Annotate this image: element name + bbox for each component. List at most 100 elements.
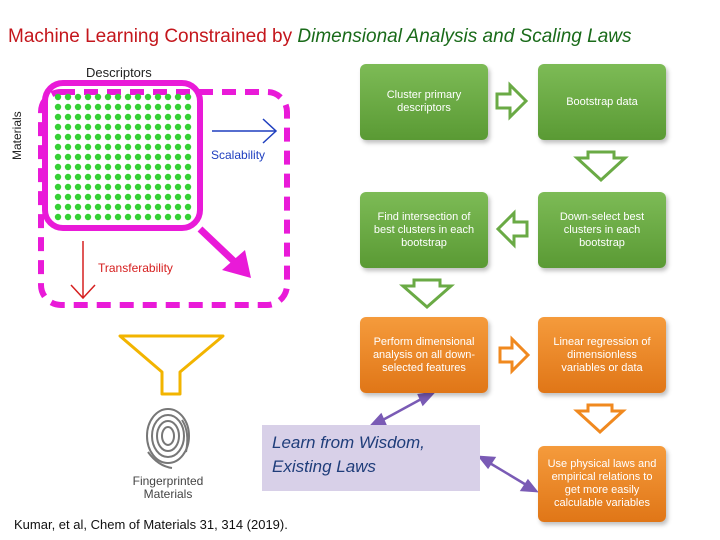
matrix-dot: [114, 213, 122, 221]
matrix-dot: [134, 133, 142, 141]
matrix-dot: [184, 213, 192, 221]
matrix-dot: [124, 163, 132, 171]
matrix-dot: [74, 93, 82, 101]
matrix-dot: [74, 203, 82, 211]
matrix-dot: [84, 193, 92, 201]
matrix-dot: [124, 173, 132, 181]
matrix-dot: [54, 153, 62, 161]
matrix-dot: [164, 93, 172, 101]
wisdom-box: Learn from Wisdom, Existing Laws: [262, 425, 480, 491]
matrix-dot: [94, 163, 102, 171]
down-arrow-orange-icon: [573, 403, 627, 435]
matrix-dot: [144, 93, 152, 101]
matrix-dot: [184, 203, 192, 211]
linear-regression-box: Linear regression of dimensionless varia…: [538, 317, 666, 393]
matrix-dot: [84, 103, 92, 111]
matrix-dot: [54, 93, 62, 101]
fingerprint-label: Fingerprinted Materials: [120, 475, 216, 501]
matrix-dot: [74, 113, 82, 121]
matrix-dot: [84, 123, 92, 131]
matrix-dot: [114, 173, 122, 181]
matrix-dot: [54, 133, 62, 141]
matrix-dot: [64, 103, 72, 111]
matrix-dot: [174, 163, 182, 171]
matrix-dot: [74, 143, 82, 151]
matrix-dot: [134, 213, 142, 221]
matrix-dot: [154, 213, 162, 221]
left-arrow-icon: [495, 209, 529, 249]
matrix-dot: [134, 143, 142, 151]
purple-double-arrow-2: [477, 455, 539, 493]
matrix-dot: [64, 143, 72, 151]
right-arrow-orange-icon: [498, 335, 531, 375]
matrix-dot: [64, 213, 72, 221]
matrix-dot: [144, 183, 152, 191]
matrix-dot: [114, 133, 122, 141]
matrix-dot: [164, 143, 172, 151]
matrix-dot: [134, 93, 142, 101]
descriptors-label: Descriptors: [86, 65, 152, 80]
matrix-dot: [94, 173, 102, 181]
matrix-dot: [184, 163, 192, 171]
wisdom-line1: Learn from Wisdom,: [272, 433, 425, 452]
matrix-dot: [64, 183, 72, 191]
matrix-dot: [84, 143, 92, 151]
matrix-dot: [84, 133, 92, 141]
matrix-dot: [144, 153, 152, 161]
matrix-dot: [114, 103, 122, 111]
matrix-dot: [54, 103, 62, 111]
matrix-dot: [144, 123, 152, 131]
matrix-dot: [124, 133, 132, 141]
matrix-dot: [124, 193, 132, 201]
matrix-dot: [134, 113, 142, 121]
matrix-dot: [164, 173, 172, 181]
funnel-icon: [118, 334, 225, 396]
matrix-dot: [144, 103, 152, 111]
matrix-dot: [154, 113, 162, 121]
matrix-dot: [184, 173, 192, 181]
matrix-dot: [154, 173, 162, 181]
scalability-label: Scalability: [211, 148, 266, 162]
matrix-dot: [164, 153, 172, 161]
matrix-dot: [134, 173, 142, 181]
matrix-dot: [114, 153, 122, 161]
find-intersection-box: Find intersection of best clusters in ea…: [360, 192, 488, 268]
matrix-dot: [154, 183, 162, 191]
matrix-dot: [144, 113, 152, 121]
matrix-dot: [94, 213, 102, 221]
matrix-dot: [74, 103, 82, 111]
matrix-dot: [164, 213, 172, 221]
matrix-dot: [174, 173, 182, 181]
matrix-dot: [184, 133, 192, 141]
matrix-dot: [104, 93, 112, 101]
matrix-dot: [54, 163, 62, 171]
matrix-dot: [124, 213, 132, 221]
matrix-dot: [54, 193, 62, 201]
matrix-dot: [94, 93, 102, 101]
matrix-dot: [124, 153, 132, 161]
matrix-dot: [74, 153, 82, 161]
matrix-dot: [104, 203, 112, 211]
matrix-dot: [154, 163, 162, 171]
dashed-region: [38, 89, 290, 308]
matrix-dot: [174, 203, 182, 211]
matrix-dot: [84, 203, 92, 211]
matrix-dot: [164, 203, 172, 211]
matrix-dot: [184, 93, 192, 101]
matrix-dot: [184, 123, 192, 131]
matrix-dot: [124, 93, 132, 101]
matrix-dot: [54, 143, 62, 151]
matrix-dot: [124, 203, 132, 211]
matrix-dot: [94, 193, 102, 201]
physical-laws-box: Use physical laws and empirical relation…: [538, 446, 666, 522]
matrix-dot: [114, 183, 122, 191]
matrix-dot: [134, 163, 142, 171]
matrix-dot: [74, 123, 82, 131]
matrix-dot: [64, 123, 72, 131]
matrix-dot: [84, 163, 92, 171]
matrix-dot: [64, 153, 72, 161]
citation: Kumar, et al, Chem of Materials 31, 314 …: [14, 517, 288, 532]
matrix-dot: [104, 173, 112, 181]
matrix-dot: [164, 133, 172, 141]
matrix-dot: [134, 123, 142, 131]
